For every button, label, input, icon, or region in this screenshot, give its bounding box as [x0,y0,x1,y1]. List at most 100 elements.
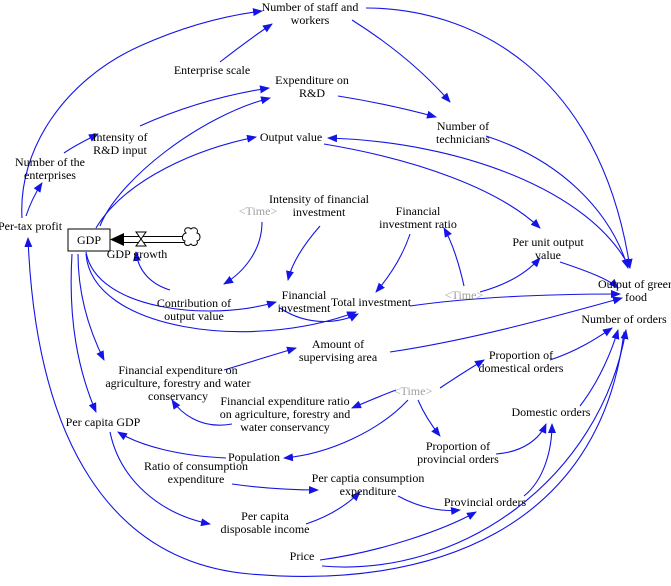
link-price-to-prov_orders [319,511,477,561]
link-time3-to-prov_prop [417,399,441,437]
link-staff-to-technicians [351,19,451,103]
var-time-2: <Time> [445,288,484,302]
label-line: Financial [282,288,327,302]
link-prov_orders-to-domestic_orders [523,423,556,497]
label-line: Output of green [598,277,671,291]
link-population-to-per_capita_gdp [117,431,227,459]
label-line: disposable income [221,522,310,536]
label-line: Per captia consumption [312,471,425,485]
label-line: Price [290,549,315,563]
label-line: on agriculture, forestry and [220,407,351,421]
label-line: food [625,290,647,304]
link-consumption_exp-to-prov_orders [397,495,461,515]
label-line: Number of staff and [262,0,359,14]
var-time-3: <Time> [394,384,433,398]
link-prov_prop-to-domestic_orders [495,423,547,455]
var-domestic-orders: Domestic orders [512,405,591,419]
label-line: Output value [260,130,322,144]
label-line: expenditure [340,484,397,498]
var-pertax-profit: Per-tax profit [0,219,63,233]
label-line: water conservancy [240,420,330,434]
link-fin_exp_agri-to-supervise [223,346,297,371]
label-line: Financial expenditure on [118,363,237,377]
label-line: Domestic orders [512,405,591,419]
link-supervise-to-green_food [389,296,623,353]
label-line: Per-tax profit [0,219,63,233]
link-unit_output-to-green_food [559,261,619,289]
link-gdp-to-fin_exp_agri [77,253,105,361]
label-line: Number of orders [581,312,667,326]
var-output-value: Output value [260,130,322,144]
label-line: Proportion of [489,348,553,362]
link-time1-to-contribution [223,221,263,285]
label-line: Per capita GDP [66,415,141,429]
link-gdp-to-output_value [95,134,257,229]
label-line: R&D [299,86,325,100]
link-contribution-to-gdp_growth [133,251,171,291]
link-rd_exp-to-technicians [337,95,437,119]
link-dom_prop-to-orders [549,327,613,361]
label-line: <Time> [239,204,278,218]
var-provincial-orders: Provincial orders [444,495,527,509]
link-total_inv-to-green_food [409,290,621,307]
link-scale-to-staff [219,23,273,63]
var-per-capita-gdp: Per capita GDP [66,415,141,429]
label-line: Per unit output [512,235,584,249]
var-price: Price [290,549,315,563]
link-orders-to-pertax [24,237,625,577]
link-per_capita_gdp-to-disposable [109,431,211,527]
gdp-growth-label: GDP growth [107,247,168,261]
link-rd_int-to-rd_exp [139,85,270,127]
label-line: technicians [436,132,490,146]
link-consumption_ratio-to-consumption_exp [231,483,319,494]
var-total-investment: Total investment [331,295,412,309]
link-time3-to-fin_exp_ratio [351,389,397,409]
link-time3-to-population [283,399,409,462]
label-line: Expenditure on [275,73,349,87]
flow-arrow-head [110,233,124,246]
label-line: workers [291,13,330,27]
link-gdp-to-fin_inv [85,251,277,312]
var-orders: Number of orders [581,312,667,326]
label-line: R&D input [93,143,147,157]
label-line: <Time> [394,384,433,398]
link-time3-to-dom_prop [439,359,485,389]
link-disposable-to-consumption_exp [305,491,361,525]
var-enterprise-scale: Enterprise scale [174,63,250,77]
link-output_value-to-unit_output [323,143,541,229]
label-line: Population [228,450,280,464]
cloud-source-icon [182,227,201,246]
label-line: value [535,248,561,262]
label-line: enterprises [24,168,76,182]
link-staff-to-green_food [365,7,633,269]
label-line: Proportion of [426,439,490,453]
link-price-to-orders [321,329,629,568]
label-line: domestical orders [479,361,564,375]
link-fin_exp_ratio-to-fin_exp_agri [171,399,233,426]
link-time2-to-fin_ratio [443,227,465,287]
link-technicians-to-green_food [485,135,630,269]
link-domestic_orders-to-orders [579,329,620,407]
link-pertax-to-enterprises [25,182,43,217]
label-line: conservancy [148,389,208,403]
link-gdp-to-per_capita_gdp [70,253,97,413]
link-green_food-to-output_value [327,134,631,269]
link-fin_ratio-to-total_inv [375,233,411,293]
label-line: supervising area [299,350,378,364]
label-line: Ratio of consumption [144,459,248,473]
gdp-stock-label: GDP [77,233,101,247]
label-line: Financial [396,204,441,218]
